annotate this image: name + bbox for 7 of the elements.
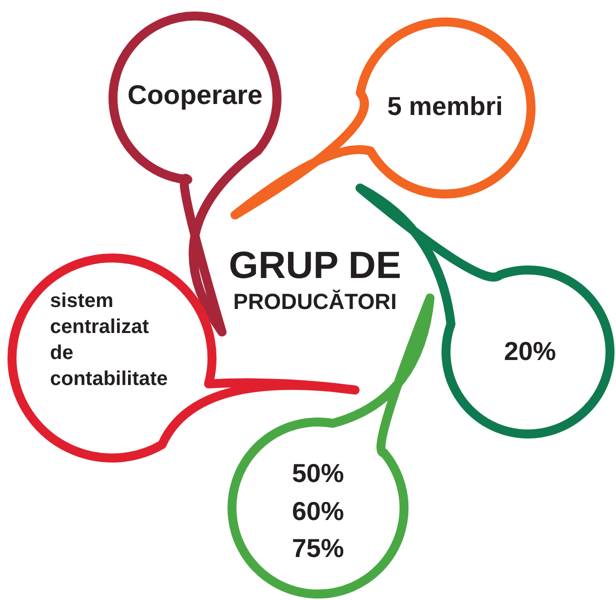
bubble-text: sistem centralizat de contabilitate [50,289,169,392]
center-title: GRUP DE [228,245,402,289]
bubble-text: 50% 60% 75% [290,457,346,566]
bubble-text: 5 membri [386,90,504,123]
bubble-text: Cooperare [126,79,264,112]
center-title: PRODUCĂTORI [232,288,398,314]
bubble-text: 20% [502,335,558,368]
